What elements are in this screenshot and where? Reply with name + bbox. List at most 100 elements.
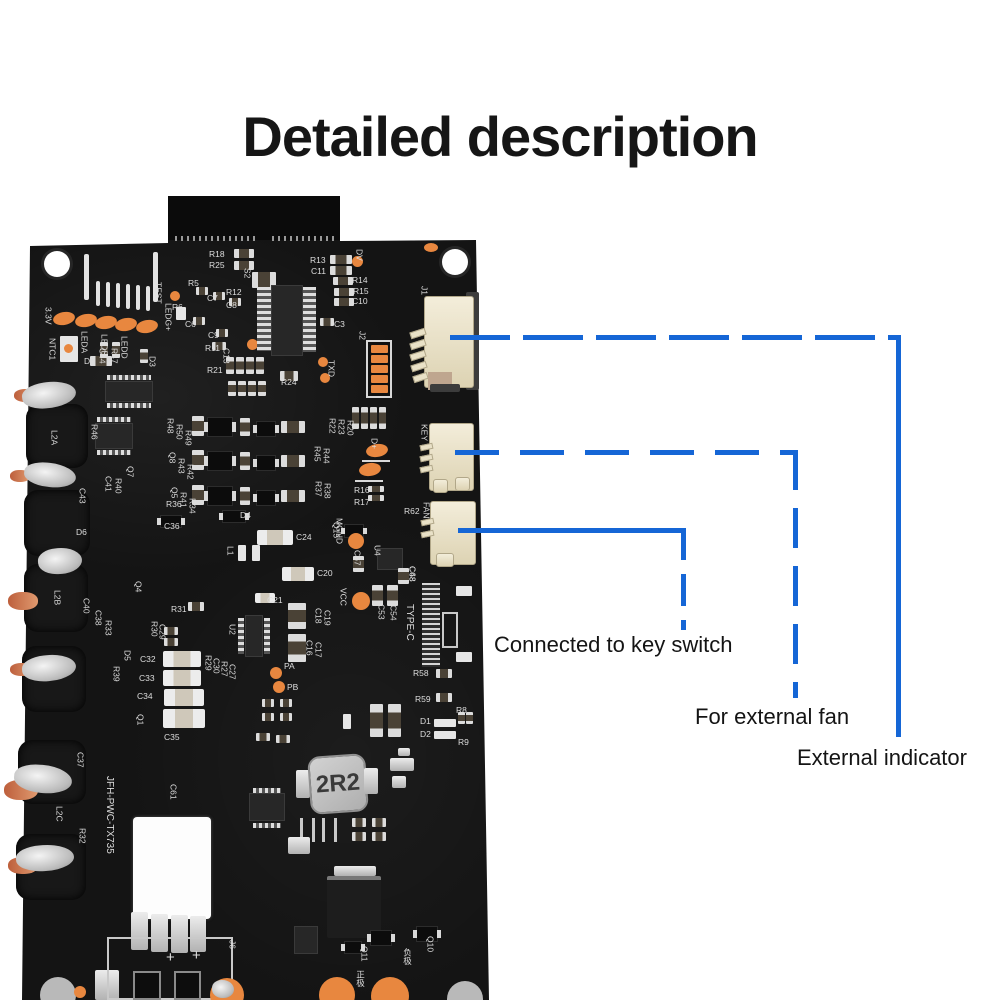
silkscreen-label: LEDA: [79, 331, 90, 354]
resistor-footprint: [153, 252, 158, 302]
transistor: [204, 486, 236, 506]
silkscreen-label: C67: [352, 550, 363, 566]
silkscreen-label: R40: [113, 478, 124, 494]
silkscreen-label: NTC1: [47, 338, 58, 361]
smd-component: [372, 818, 386, 827]
orange-pad: [371, 345, 388, 353]
mounting-hole: [442, 249, 468, 275]
silkscreen-label: R9: [458, 737, 469, 747]
silkscreen-label: R47: [109, 348, 120, 364]
orange-pad: [320, 373, 330, 383]
silkscreen-label: C8: [226, 300, 237, 310]
smd-component: [228, 381, 236, 396]
silkscreen-label: Q15: [331, 522, 342, 539]
page-title: Detailed description: [242, 104, 758, 168]
silkscreen-label: R37: [313, 481, 324, 497]
silkscreen-label: S2: [242, 268, 253, 279]
transistor: [204, 417, 236, 437]
silkscreen-label: Q10: [425, 936, 436, 953]
callout-line-external-fan-h: [455, 450, 798, 455]
callout-label-external-indicator: External indicator: [797, 745, 967, 770]
solder-pad: [190, 916, 206, 952]
orange-pad: [74, 986, 86, 998]
smd-component: [352, 832, 366, 841]
silkscreen-label: R59: [415, 694, 431, 704]
connector-body: [455, 477, 470, 491]
silkscreen-label: 3.3V: [43, 307, 54, 325]
orange-pad: [348, 533, 364, 549]
silkscreen-label: D7: [84, 356, 95, 366]
silkscreen-label: C38: [93, 610, 104, 626]
smd-component: [466, 712, 473, 724]
silkscreen-label: C10: [352, 296, 368, 306]
silkscreen-label: R21: [207, 365, 223, 375]
solder-pad: [288, 837, 310, 854]
smd-component: [280, 699, 292, 707]
silkscreen-label: Q7: [125, 466, 136, 478]
resistor-footprint: [136, 285, 140, 310]
solder-pad: [390, 758, 414, 771]
smd-pad: [238, 545, 246, 561]
smd-component: [368, 495, 384, 501]
smd-component: [192, 450, 204, 470]
smd-component: [212, 342, 226, 350]
silkscreen-label: R49: [183, 430, 194, 446]
pin-row: [264, 618, 270, 654]
silkscreen-label: R45: [312, 446, 323, 462]
component-outline: [442, 612, 458, 648]
smd-pad: [434, 719, 456, 727]
silkscreen-label: D2: [420, 729, 431, 739]
silkscreen-label: TXD: [326, 360, 337, 377]
silkscreen-label: C53: [376, 604, 387, 620]
silkscreen-label: +: [166, 949, 175, 966]
smd-component: [226, 357, 234, 374]
silkscreen-label: R62: [404, 506, 420, 516]
silkscreen-label: C30: [211, 658, 222, 674]
orange-pad: [371, 385, 388, 393]
pin-row: [107, 375, 151, 380]
smd-component: [193, 317, 205, 325]
callout-label-external-fan: For external fan: [695, 704, 850, 729]
silkscreen-label: U4: [372, 545, 383, 556]
silkscreen-label: C11: [311, 266, 326, 276]
silkscreen-label: R29: [203, 655, 214, 671]
transistor: [367, 930, 395, 946]
silkscreen-label: R48: [165, 418, 176, 434]
silkscreen-label: 负极: [402, 948, 413, 965]
orange-pad: [270, 667, 282, 679]
ic-chip: [377, 548, 403, 570]
silkscreen-label: R11: [205, 343, 220, 353]
smd-pad: [434, 731, 456, 739]
callout-label-key-switch: Connected to key switch: [494, 632, 733, 657]
smd-component: [140, 349, 148, 363]
smd-component: [196, 287, 208, 295]
solder-pad: [171, 915, 188, 953]
silkscreen-label: KEY: [419, 424, 430, 442]
silkscreen-label: JFH-PWC-TX735: [104, 776, 115, 854]
silkscreen-label: R12: [226, 287, 242, 297]
silkscreen-label: R39: [111, 666, 122, 682]
capacitor: [257, 530, 293, 545]
transistor: [253, 455, 279, 471]
callout-line-external-indicator-v: [896, 335, 901, 737]
smd-component: [281, 421, 305, 433]
typec-pin-row: [422, 583, 440, 667]
smd-pad: [343, 714, 351, 729]
silkscreen-label: D6: [76, 527, 87, 537]
capacitor: [255, 593, 275, 603]
ic-chip: [294, 926, 318, 954]
component-outline: [133, 971, 161, 1000]
silkscreen-label: C19: [322, 610, 333, 626]
smd-component: [192, 485, 204, 505]
smd-component: [281, 455, 305, 467]
silkscreen-label: C44: [97, 348, 108, 364]
silkscreen-label: R42: [185, 464, 196, 480]
silkscreen-label: C34: [137, 691, 153, 701]
solder-pad: [392, 776, 406, 788]
ic-chip: [271, 285, 303, 356]
silkscreen-label: R34: [187, 498, 198, 514]
solder-pad: [131, 912, 148, 950]
silkscreen-label: C41: [103, 476, 114, 492]
